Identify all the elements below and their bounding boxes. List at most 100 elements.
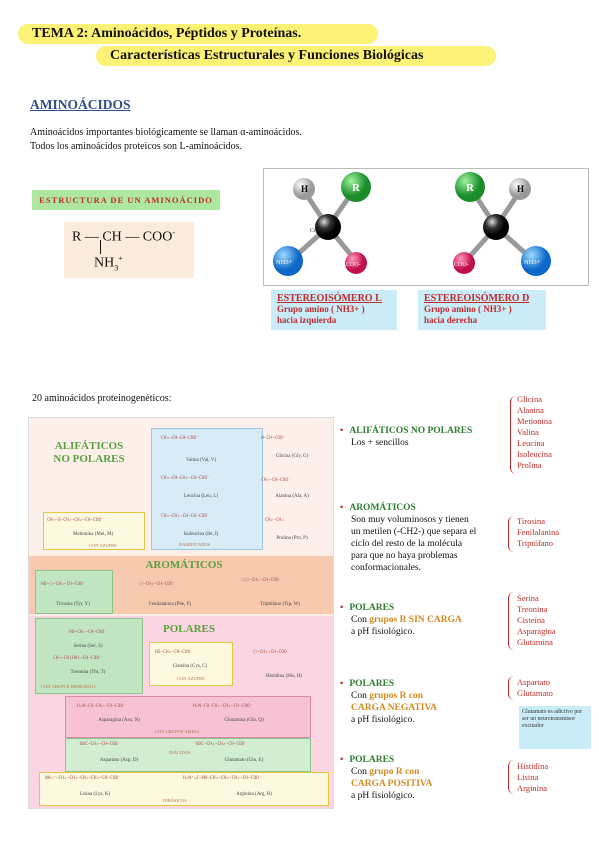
aa-histidina: Histidina (His, H) — [266, 674, 302, 679]
tag-ramificados: RAMIFICADOS — [179, 542, 211, 547]
atom-r-label-l: R — [352, 182, 361, 194]
title-highlight-1 — [18, 24, 378, 44]
stereoisomer-D-title: ESTEREOISÓMERO D — [424, 293, 530, 304]
group-aromatic-title: AROMÁTICOS — [145, 559, 223, 571]
aa-triptofano: Triptófano (Trp, W) — [260, 602, 300, 607]
brace-polar-negative — [508, 676, 514, 700]
title-highlight-2 — [96, 46, 496, 66]
category-polar-uncharged-hl: grupos R SIN CARGA — [369, 615, 462, 625]
formula-amino: NH — [94, 255, 115, 271]
atom-coo-label-d: COO- — [454, 262, 469, 268]
stereoisomer-D-line1: Grupo amino ( NH3+ ) — [424, 304, 512, 314]
category-polar-uncharged-name: POLARES — [349, 603, 395, 613]
aa-fenilalanina: Fenilalanina (Phe, F) — [148, 602, 192, 607]
category-aliphatic-name: ALIFÁTICOS NO POLARES — [349, 426, 473, 436]
formula-plus: + — [118, 254, 123, 263]
glutamato-note: Glutamato es adictivo por ser un neurotr… — [519, 706, 591, 749]
amino-acid-count: 20 aminoácidos proteinogenéticos: — [32, 393, 172, 404]
category-polar-negative-post: a pH fisiológico. — [351, 715, 415, 725]
category-aromatic-name: AROMÁTICOS — [349, 503, 416, 513]
aa-glicina: Glicina (Gly, G) — [275, 454, 309, 459]
category-polar-positive-name: POLARES — [349, 755, 395, 765]
atom-h-label-d: H — [517, 184, 524, 194]
intro-line-1: Aminoácidos importantes biológicamente s… — [30, 127, 302, 138]
title-banner: TEMA 2: Aminoácidos, Péptidos y Proteína… — [18, 24, 496, 68]
molecule-L: H R Cα NH3+ COO- — [273, 172, 371, 276]
brace-aliphatic — [510, 396, 516, 474]
category-aromatic-desc2: un metilen (-CH2-) que separa el — [351, 527, 477, 537]
atom-nh3-label-l: NH3+ — [276, 259, 293, 266]
aa-leucina: Leucina (Leu, L) — [183, 494, 218, 499]
aa-metionina: Metionina (Met, M) — [72, 532, 114, 537]
category-polar-positive-post: a pH fisiológico. — [351, 791, 415, 801]
aa-alanina: Alanina (Ala, A) — [275, 494, 309, 499]
aa-serina: Serina (Ser, S) — [73, 644, 103, 649]
category-aromatic-desc3: ciclo del resto de la molécula — [351, 539, 463, 549]
category-polar-negative-name: POLARES — [349, 679, 395, 689]
aa-valina: Valina (Val, V) — [185, 458, 217, 463]
category-aliphatic: •ALIFÁTICOS NO POLARES Los + sencillos — [340, 425, 510, 449]
formula-sub: 3 — [114, 263, 119, 273]
brace-polar-positive — [508, 760, 514, 794]
stereoisomer-D-line2: hacia derecha — [424, 315, 478, 325]
aa-arginina: Arginina (Arg, R) — [236, 792, 272, 797]
tag-amida: CON GRUPOS AMIDA — [155, 729, 200, 734]
molecule-models-svg: H R Cα NH3+ COO- R H COO- NH3+ — [273, 172, 551, 276]
brace-aromatic — [508, 516, 514, 552]
amino-acid-table: ALIFÁTICOS NO POLARES RAMIFICADOS CH₃–CH… — [28, 417, 334, 809]
category-polar-uncharged: •POLARES Con grupos R SIN CARGA a pH fis… — [340, 602, 510, 638]
stereoisomer-L-box: ESTEREOISÓMERO L Grupo amino ( NH3+ ) ha… — [271, 290, 397, 330]
tag-diacidos: DIÁCIDOS — [169, 750, 191, 755]
intro-text: Aminoácidos importantes biológicamente s… — [30, 126, 302, 153]
atom-ca-label-l: Cα — [310, 228, 318, 234]
category-aliphatic-desc: Los + sencillos — [351, 438, 409, 448]
category-polar-uncharged-post: a pH fisiológico. — [351, 627, 415, 637]
tag-azufre: CON AZUFRE — [89, 543, 117, 548]
category-polar-negative-hl2: CARGA NEGATIVA — [351, 703, 437, 713]
category-aromatic-desc1: Son muy voluminosos y tienen — [351, 515, 469, 525]
aa-cisteina: Cisteína (Cys, C) — [172, 664, 208, 669]
aa-isoleucina: Isoleucina (Ile, I) — [183, 532, 219, 537]
aa-glutamato: Glutamato (Glu, E) — [224, 758, 264, 763]
stereoisomer-L-line2: hacia izquierda — [277, 315, 337, 325]
title-line-2: Características Estructurales y Funcione… — [110, 48, 424, 63]
aa-treonina: Treonina (Thr, T) — [70, 670, 106, 675]
aa-lisina: Lisina (Lys, K) — [79, 792, 111, 797]
section-title: AMINOÁCIDOS — [30, 97, 131, 112]
brace-polar-uncharged — [508, 592, 514, 650]
molecule-D: R H COO- NH3+ — [453, 172, 551, 276]
atom-nh3-label-d: NH3+ — [524, 259, 541, 266]
atom-coo-label-l: COO- — [346, 262, 361, 268]
aa-tirosina: Tirosina (Tyr, Y) — [56, 602, 90, 607]
group-polar-title: POLARES — [163, 623, 215, 635]
category-polar-positive-hl2: CARGA POSITIVA — [351, 779, 433, 789]
stereoisomer-L-line1: Grupo amino ( NH3+ ) — [277, 304, 365, 314]
category-polar-negative: •POLARES Con grupos R con CARGA NEGATIVA… — [340, 678, 510, 726]
tag-dibasicos: DIBÁSICOS — [163, 798, 187, 803]
category-aromatic-desc4: para que no haya problemas — [351, 551, 458, 561]
intro-line-2: Todos los aminoácidos proteicos son L-am… — [30, 140, 243, 152]
amino-acid-formula: R — CH — COO- NH3+ — [64, 222, 194, 278]
category-polar-positive-hl1: grupo R con — [369, 767, 420, 777]
tag-azufre-2: CON AZUFRE — [177, 676, 205, 681]
atom-h-label-l: H — [301, 184, 308, 194]
category-polar-negative-hl1: grupos R con — [369, 691, 424, 701]
category-aromatic-desc5: conformacionales. — [351, 563, 421, 573]
formula-sup: - — [172, 228, 176, 237]
tag-hidroxilo: CON GRUPOS HIDROXILO — [41, 684, 96, 689]
aa-glutamina: Glutamina (Gln, Q) — [224, 718, 264, 723]
group-aliphatic-title: ALIFÁTICOS NO POLARES — [53, 440, 125, 465]
category-aromatic: •AROMÁTICOS Son muy voluminosos y tienen… — [340, 502, 510, 574]
aa-asparagina: Asparagina (Asn, N) — [98, 718, 140, 723]
category-polar-positive: •POLARES Con grupo R con CARGA POSITIVA … — [340, 754, 510, 802]
aa-aspartato: Aspartato (Asp, D) — [99, 758, 139, 763]
stereoisomer-L-title: ESTEREOISÓMERO L — [277, 293, 382, 304]
structure-label: ESTRUCTURA DE UN AMINOÁCIDO — [32, 190, 220, 210]
stereoisomer-models: H R Cα NH3+ COO- R H COO- NH3+ — [263, 168, 589, 286]
formula-main: R — CH — COO — [72, 229, 173, 245]
